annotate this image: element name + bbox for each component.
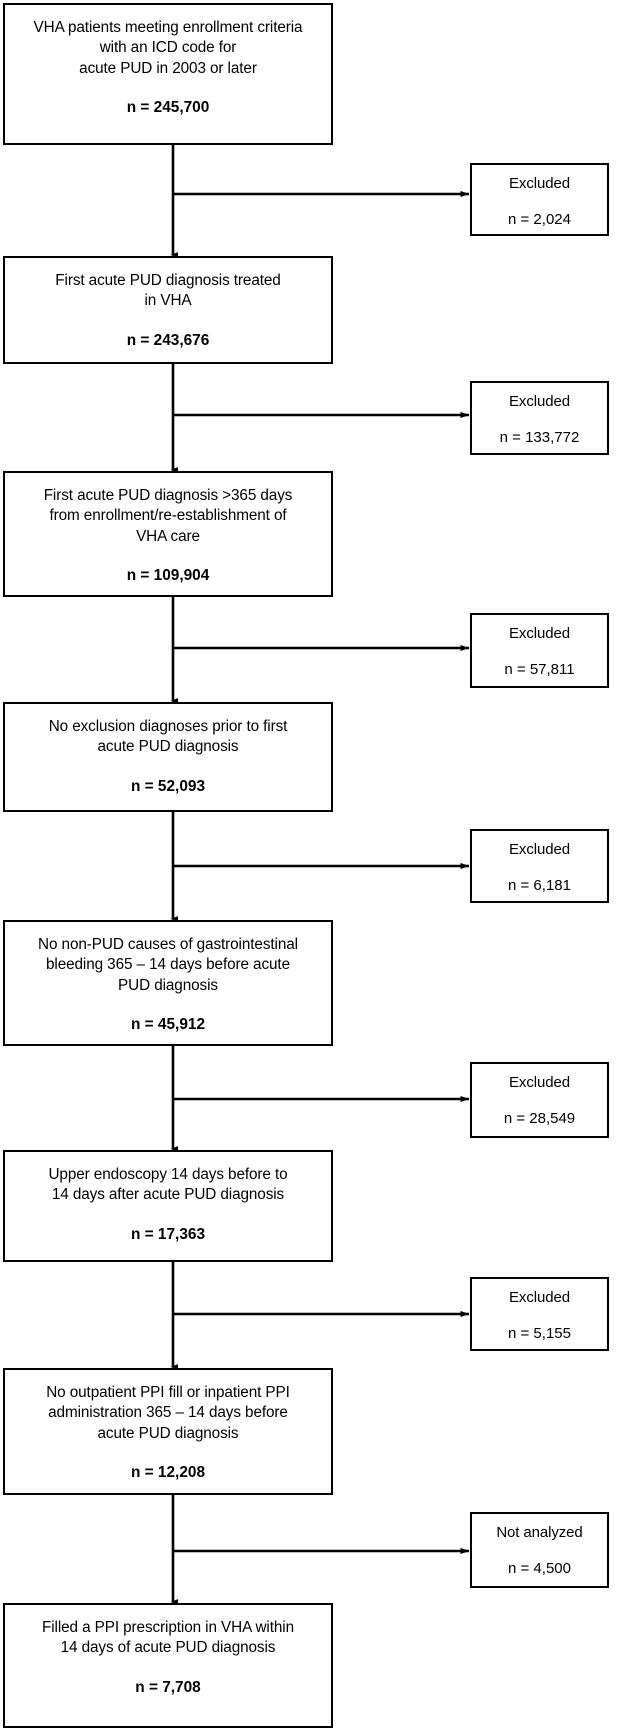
step-box-count: n = 245,700 [126, 99, 210, 117]
exclusion-box-label: Excluded [509, 1074, 570, 1091]
exclusion-box-count: n = 6,181 [508, 876, 571, 894]
step-box-label: Upper endoscopy 14 days before to 14 day… [48, 1166, 288, 1204]
exclusion-box-count: n = 133,772 [499, 428, 580, 446]
exclusion-box-excluded-5: Excluded n = 28,549 [470, 1062, 609, 1138]
step-box-filled-ppi: Filled a PPI prescription in VHA within … [3, 1603, 333, 1728]
step-box-label: VHA patients meeting enrollment criteria… [33, 19, 303, 77]
step-box-no-exclusion-dx: No exclusion diagnoses prior to first ac… [3, 702, 333, 812]
step-box-label: First acute PUD diagnosis >365 days from… [43, 487, 293, 545]
exclusion-box-count: n = 28,549 [503, 1109, 576, 1127]
exclusion-box-excluded-1: Excluded n = 2,024 [470, 163, 609, 236]
step-box-count: n = 243,676 [126, 331, 210, 349]
step-box-count: n = 45,912 [130, 1016, 205, 1034]
exclusion-box-label: Excluded [509, 1289, 570, 1306]
exclusion-box-excluded-4: Excluded n = 6,181 [470, 829, 609, 903]
step-box-label: No non-PUD causes of gastrointestinal bl… [38, 936, 298, 994]
step-box-count: n = 17,363 [130, 1225, 205, 1243]
step-box-label: No exclusion diagnoses prior to first ac… [48, 718, 288, 756]
step-box-treated-in-vha: First acute PUD diagnosis treated in VHA… [3, 256, 333, 364]
exclusion-box-label: Excluded [509, 625, 570, 642]
exclusion-box-count: n = 2,024 [508, 210, 571, 228]
exclusion-box-label: Excluded [509, 841, 570, 858]
exclusion-box-excluded-3: Excluded n = 57,811 [470, 613, 609, 688]
step-box-count: n = 12,208 [130, 1464, 205, 1482]
step-box-count: n = 7,708 [135, 1678, 201, 1696]
step-box-label: Filled a PPI prescription in VHA within … [41, 1619, 294, 1657]
exclusion-box-label: Excluded [509, 393, 570, 410]
exclusion-box-count: n = 4,500 [508, 1559, 571, 1577]
exclusion-box-excluded-6: Excluded n = 5,155 [470, 1277, 609, 1351]
exclusion-box-count: n = 5,155 [508, 1324, 571, 1342]
step-box-label: No outpatient PPI fill or inpatient PPI … [46, 1384, 290, 1442]
step-box-no-prior-ppi: No outpatient PPI fill or inpatient PPI … [3, 1368, 333, 1495]
exclusion-box-not-analyzed: Not analyzed n = 4,500 [470, 1512, 609, 1588]
step-box-no-non-pud-gi-bleed: No non-PUD causes of gastrointestinal bl… [3, 920, 333, 1046]
exclusion-box-count: n = 57,811 [504, 660, 575, 678]
exclusion-box-label: Excluded [509, 175, 570, 192]
exclusion-box-label: Not analyzed [496, 1524, 583, 1541]
step-box-upper-endoscopy: Upper endoscopy 14 days before to 14 day… [3, 1150, 333, 1262]
step-box-eligible: VHA patients meeting enrollment criteria… [3, 3, 333, 145]
step-box-gt-365-days: First acute PUD diagnosis >365 days from… [3, 471, 333, 597]
step-box-label: First acute PUD diagnosis treated in VHA [55, 272, 281, 310]
exclusion-box-excluded-2: Excluded n = 133,772 [470, 381, 609, 455]
step-box-count: n = 52,093 [130, 777, 205, 795]
step-box-count: n = 109,904 [126, 567, 210, 585]
